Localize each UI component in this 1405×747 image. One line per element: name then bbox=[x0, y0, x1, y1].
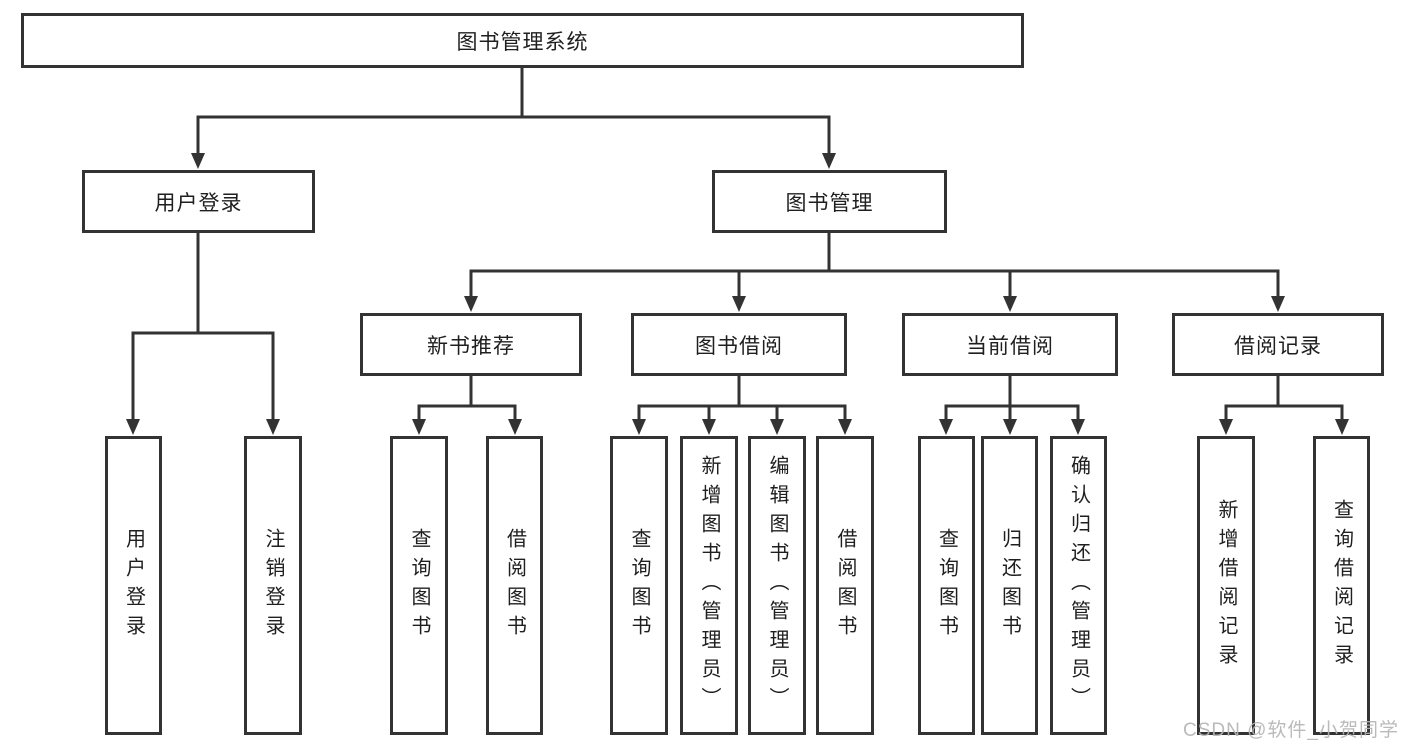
arrow-down-icon bbox=[770, 419, 784, 435]
arrow-down-icon bbox=[838, 419, 852, 435]
leaf-user-login: 用户登录 bbox=[105, 436, 162, 735]
arrow-down-icon bbox=[822, 153, 836, 169]
leaf-edit-books-admin: 编辑图书（管理员） bbox=[748, 436, 806, 735]
arrow-down-icon bbox=[939, 419, 953, 435]
arrow-down-icon bbox=[1271, 296, 1285, 312]
arrow-down-icon bbox=[702, 419, 716, 435]
arrow-down-icon bbox=[1003, 296, 1017, 312]
node-new-book-recommendation: 新书推荐 bbox=[360, 313, 582, 376]
leaf-borrow-books-recommend: 借阅图书 bbox=[486, 436, 543, 735]
arrow-down-icon bbox=[508, 419, 522, 435]
node-book-management: 图书管理 bbox=[712, 170, 947, 233]
leaf-query-books-borrowing: 查询图书 bbox=[610, 436, 668, 735]
node-current-borrowing: 当前借阅 bbox=[902, 313, 1118, 376]
node-user-login: 用户登录 bbox=[82, 170, 315, 233]
arrow-down-icon bbox=[1335, 419, 1349, 435]
arrow-down-icon bbox=[632, 419, 646, 435]
arrow-down-icon bbox=[412, 419, 426, 435]
arrow-down-icon bbox=[126, 419, 140, 435]
arrow-down-icon bbox=[1003, 419, 1017, 435]
watermark-text: CSDN @软件_小贺同学 bbox=[1183, 720, 1399, 741]
leaf-add-books-admin: 新增图书（管理员） bbox=[680, 436, 738, 735]
arrow-down-icon bbox=[1219, 419, 1233, 435]
leaf-query-borrow-record: 查询借阅记录 bbox=[1313, 436, 1370, 735]
leaf-query-books-recommend: 查询图书 bbox=[390, 436, 448, 735]
leaf-borrow-books-borrowing: 借阅图书 bbox=[816, 436, 874, 735]
leaf-query-books-current: 查询图书 bbox=[918, 436, 975, 735]
arrow-down-icon bbox=[266, 419, 280, 435]
node-book-borrowing: 图书借阅 bbox=[631, 313, 847, 376]
leaf-confirm-return-admin: 确认归还（管理员） bbox=[1050, 436, 1107, 735]
arrow-down-icon bbox=[191, 153, 205, 169]
node-borrowing-records: 借阅记录 bbox=[1172, 313, 1384, 376]
leaf-add-borrow-record: 新增借阅记录 bbox=[1197, 436, 1255, 735]
leaf-return-books: 归还图书 bbox=[981, 436, 1038, 735]
node-library-management-system: 图书管理系统 bbox=[21, 13, 1024, 68]
arrow-down-icon bbox=[1071, 419, 1085, 435]
arrow-down-icon bbox=[732, 296, 746, 312]
leaf-logout: 注销登录 bbox=[244, 436, 302, 735]
arrow-down-icon bbox=[464, 296, 478, 312]
